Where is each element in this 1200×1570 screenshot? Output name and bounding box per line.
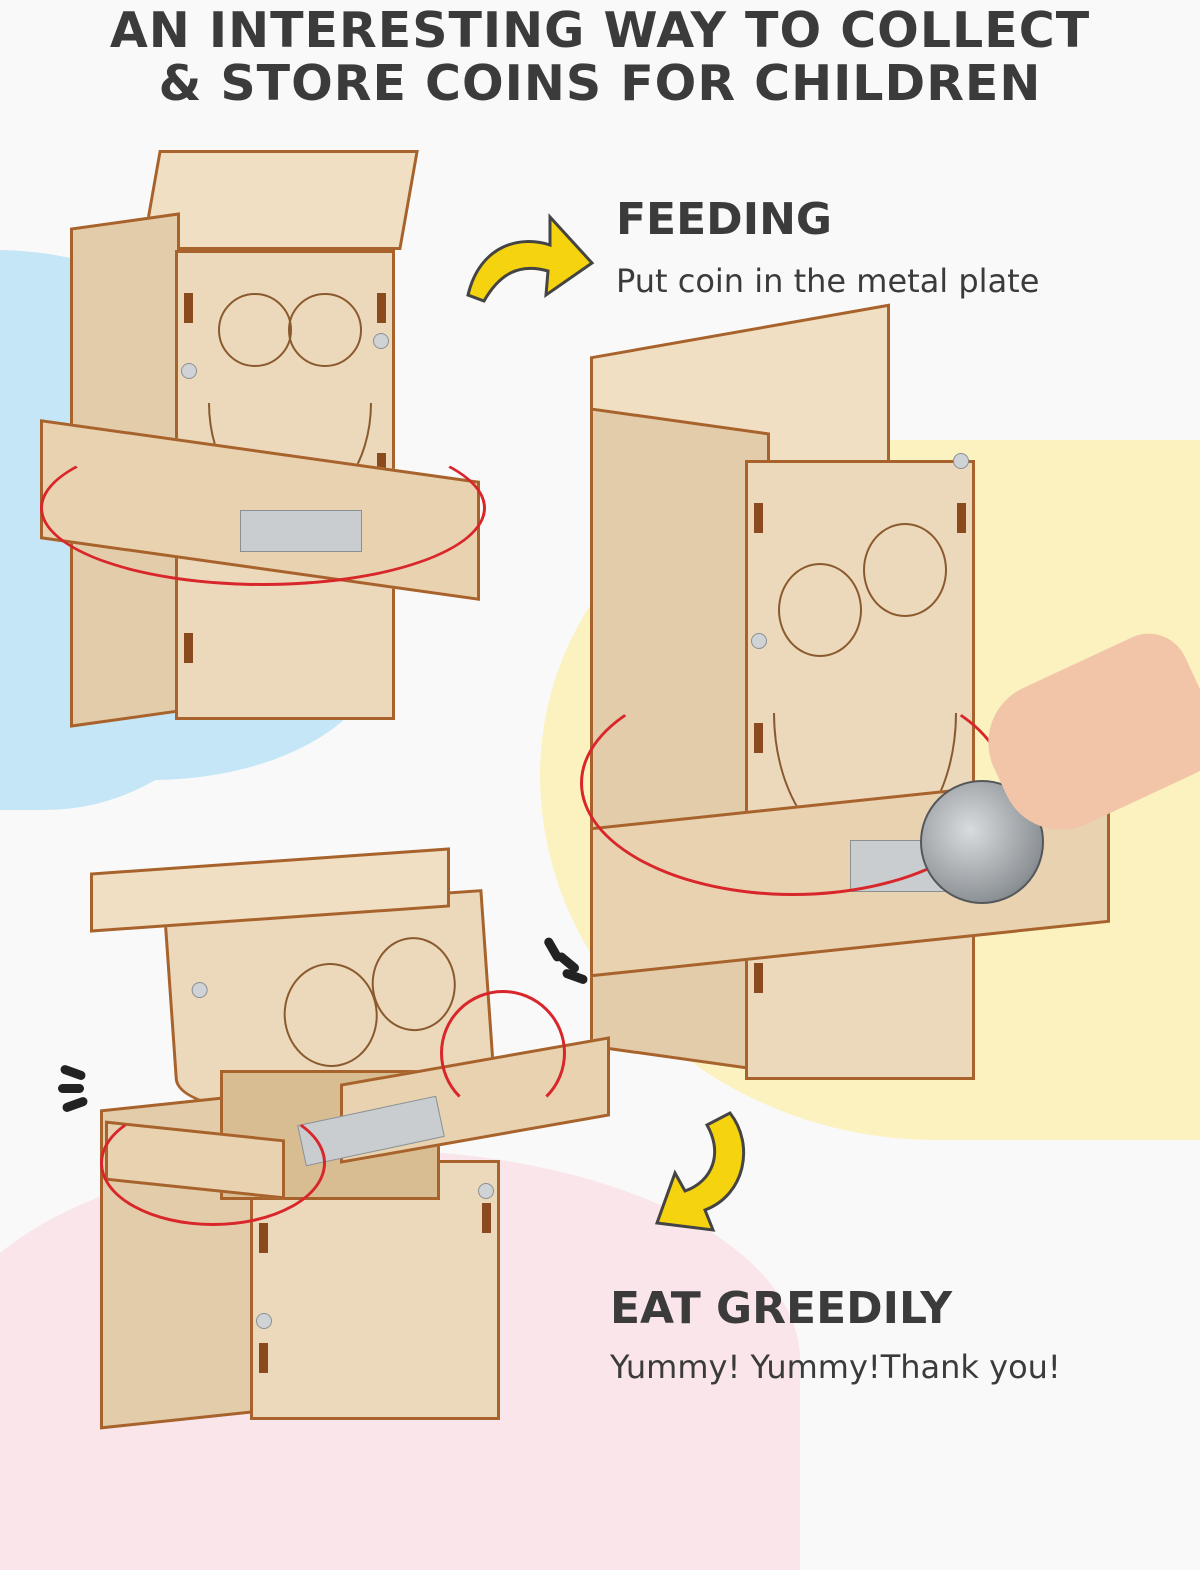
step-feeding-heading: FEEDING	[616, 194, 833, 245]
step-feeding-description: Put coin in the metal plate	[616, 262, 1040, 300]
step-eat-heading: EAT GREEDILY	[610, 1283, 953, 1334]
toy-image-closed	[40, 150, 520, 730]
toy-eye-right	[368, 934, 459, 1034]
toy-eye-right	[863, 523, 947, 617]
toy-eye-left	[218, 293, 292, 367]
curved-arrow-right-icon	[466, 213, 595, 303]
curved-arrow-down-left-icon	[654, 1111, 746, 1232]
title-line-1: AN INTERESTING WAY TO COLLECT	[109, 2, 1091, 59]
screw-icon	[191, 981, 209, 999]
toy-eye-right	[288, 293, 362, 367]
toy-image-eating	[80, 840, 640, 1430]
red-wire	[440, 990, 566, 1116]
step-eat-description: Yummy! Yummy!Thank you!	[610, 1348, 1061, 1386]
screw-icon	[953, 453, 969, 469]
screw-icon	[373, 333, 389, 349]
toy-eye-left	[778, 563, 862, 657]
toy-eye-left	[280, 959, 382, 1071]
red-wire	[40, 430, 486, 586]
screw-icon	[751, 633, 767, 649]
toy-image-feeding	[560, 303, 1200, 1090]
page-title: AN INTERESTING WAY TO COLLECT & STORE CO…	[0, 4, 1200, 110]
screw-icon	[256, 1313, 272, 1329]
red-wire	[100, 1100, 326, 1226]
screw-icon	[181, 363, 197, 379]
screw-icon	[478, 1183, 494, 1199]
toy-top-panel	[141, 150, 419, 250]
title-line-2: & STORE COINS FOR CHILDREN	[158, 55, 1042, 112]
